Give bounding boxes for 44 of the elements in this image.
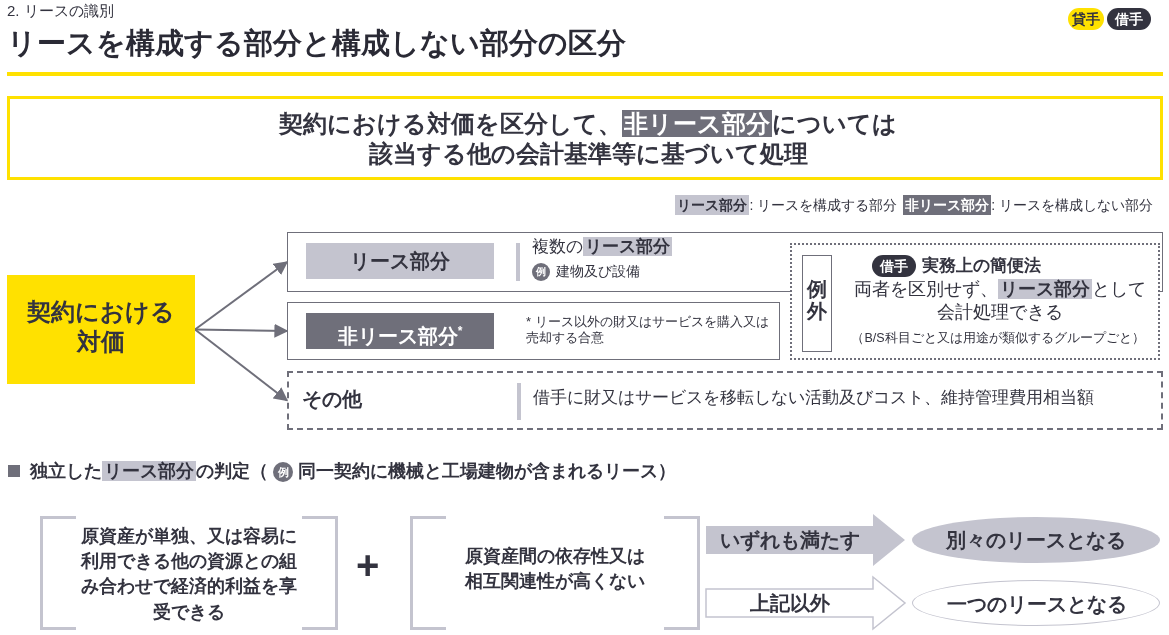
example-tag: 例 bbox=[532, 263, 550, 281]
result-text: 一つのリースとなる bbox=[946, 592, 1128, 617]
non-lease-component-tag: 非リース部分$^{*}$ bbox=[306, 313, 494, 349]
section-heading: 2. リースの識別 bbox=[7, 2, 114, 21]
example-tag: 例 bbox=[273, 462, 293, 482]
legend-item: リース部分: リースを構成する部分 bbox=[675, 194, 898, 216]
condition-bracket bbox=[40, 516, 338, 630]
exception-label: 例外 bbox=[807, 278, 827, 322]
edge-label: いずれも満たす bbox=[718, 528, 861, 553]
lessee-tag: 借手 bbox=[872, 255, 916, 277]
category-box bbox=[287, 302, 780, 360]
exception-note: （B/S科目ごと又は用途が類似するグループごと） bbox=[850, 331, 1146, 347]
subheading-text: 同一契約に機械と工場建物が含まれるリース） bbox=[298, 460, 676, 483]
footnote-text: * リース以外の財又はサービスを購入又は売却する合意 bbox=[526, 314, 770, 347]
exception-heading: 実務上の簡便法 bbox=[922, 255, 1041, 277]
edge-label: 上記以外 bbox=[748, 591, 831, 616]
block-arrow bbox=[705, 575, 907, 631]
block-arrow bbox=[706, 514, 905, 566]
other-label: その他 bbox=[302, 387, 362, 412]
exception-box bbox=[790, 243, 1160, 360]
description-text: 複数のリース部分 bbox=[532, 236, 672, 258]
statement-box bbox=[7, 96, 1163, 180]
subheading: 独立したリース部分の判定（ bbox=[30, 460, 268, 483]
statement-text: 契約における対価を区分して、非リース部分については該当する他の会計基準等に基づいて処理 bbox=[278, 109, 898, 169]
lessee-tag: 借手 bbox=[1107, 8, 1151, 30]
description-text: 借手に財又はサービスを移転しない活動及びコスト、維持管理費用相当額 bbox=[533, 387, 1094, 409]
arrow bbox=[194, 261, 289, 331]
lessor-tag: 貸手 bbox=[1068, 8, 1104, 30]
exception-label-box bbox=[802, 255, 832, 352]
condition-text: 原資産間の依存性又は相互関連性が高くない bbox=[463, 545, 646, 594]
arrow bbox=[194, 323, 289, 338]
contract-label: 契約における対価 bbox=[26, 297, 176, 357]
contract-box bbox=[7, 275, 195, 384]
condition-bracket bbox=[410, 516, 700, 630]
exception-text: 両者を区別せず、リース部分として会計処理できる bbox=[854, 278, 1146, 325]
example-text: 建物及び設備 bbox=[556, 263, 640, 281]
lease-component-tag: リース部分 bbox=[306, 243, 494, 279]
arrow bbox=[194, 328, 289, 402]
result-text: 別々のリースとなる bbox=[945, 528, 1127, 553]
condition-text: 原資産が単独、又は容易に利用できる他の資源との組み合わせで経済的利益を享受できる bbox=[79, 525, 298, 624]
legend-item: 非リース部分: リースを構成しない部分 bbox=[903, 194, 1153, 216]
page-title: リースを構成する部分と構成しない部分の区分 bbox=[7, 26, 626, 61]
plus-sign: + bbox=[356, 545, 380, 585]
category-box bbox=[287, 371, 1163, 430]
